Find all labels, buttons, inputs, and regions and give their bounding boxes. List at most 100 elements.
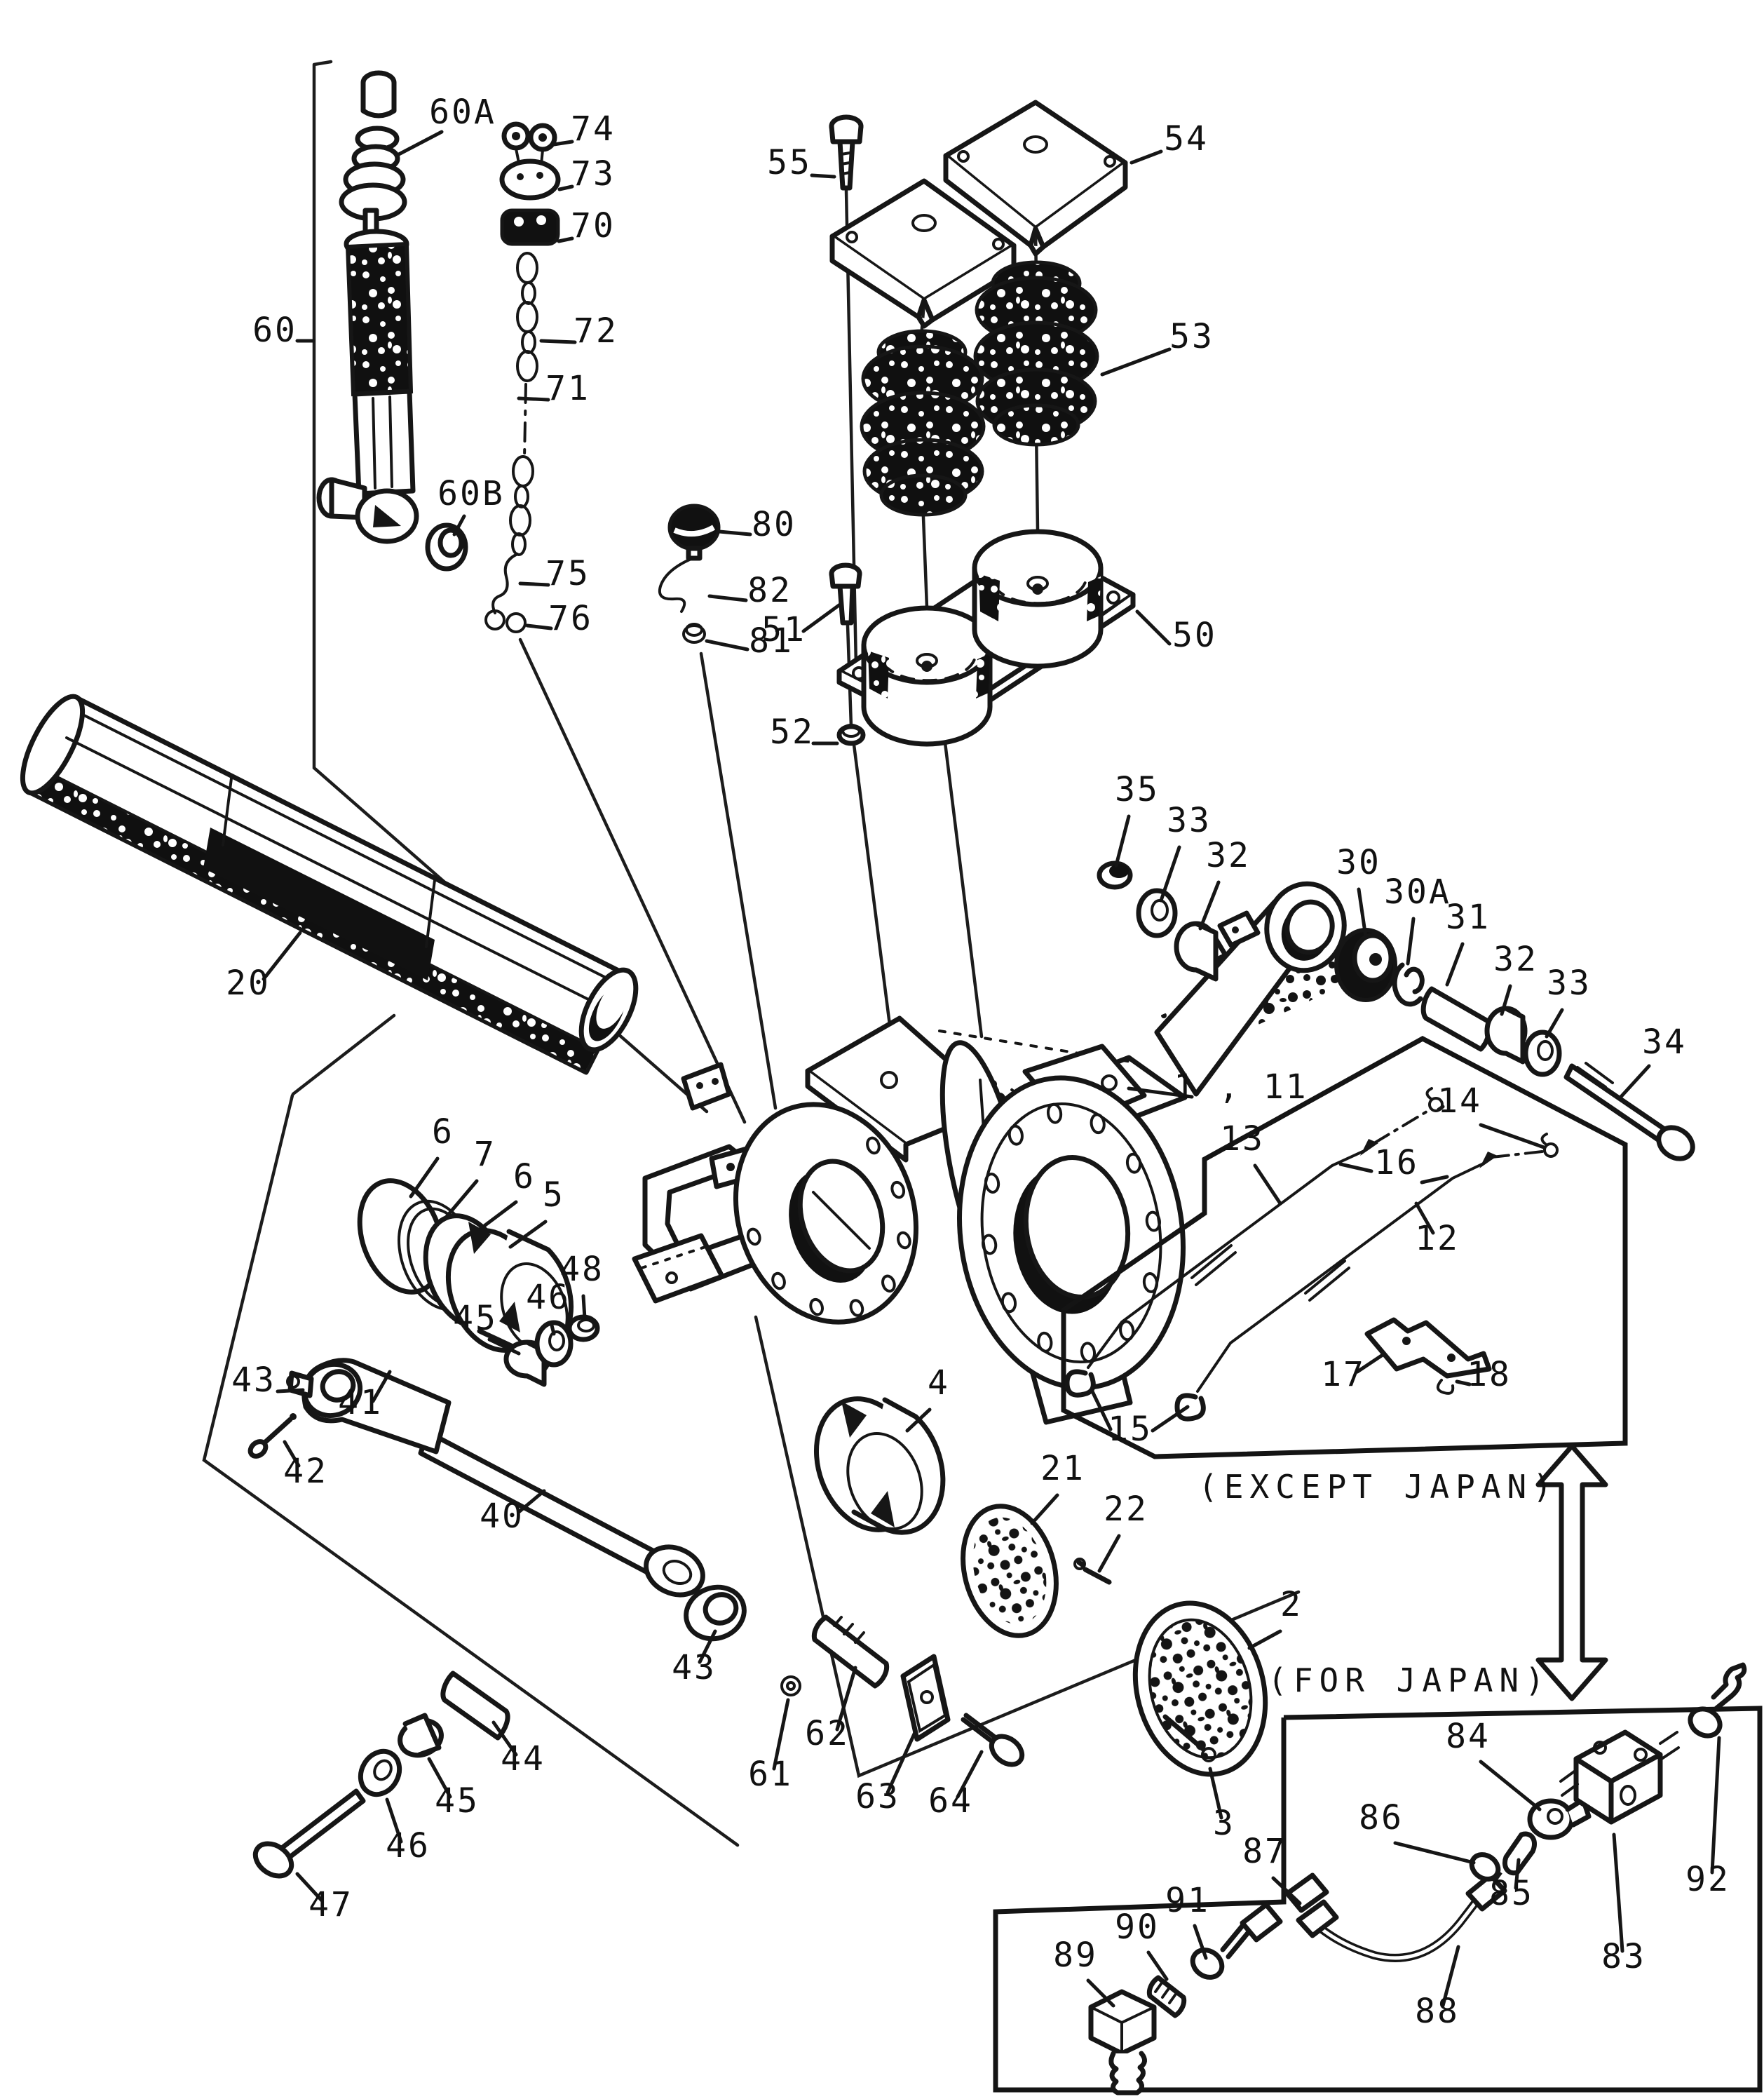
part-callout: 22: [1104, 1490, 1148, 1529]
part-callout: 50: [1172, 616, 1217, 655]
leader-line: [1357, 887, 1368, 939]
leader-line: [886, 1729, 918, 1795]
part-callout: 72: [574, 311, 618, 351]
leader-line: [1710, 1736, 1721, 1875]
part-callout: 42: [283, 1452, 328, 1491]
leader-line: [1338, 1162, 1373, 1173]
part-callout: 35: [1115, 770, 1160, 809]
leader-line: [1545, 1008, 1564, 1039]
leader-line: [717, 529, 752, 536]
leader-line: [1198, 880, 1221, 931]
part-callout: 48: [559, 1250, 604, 1289]
leader-line: [444, 1179, 479, 1220]
pin-62: [811, 1614, 890, 1689]
leader-line: [1097, 1534, 1121, 1573]
part-callout: 75: [545, 554, 590, 593]
part-callout: 4: [928, 1363, 950, 1403]
part-callout: 15: [1108, 1410, 1153, 1449]
part-callout: 21: [1040, 1449, 1085, 1488]
hardware-45-46-48: [503, 1314, 600, 1387]
part-callout: 55: [767, 143, 812, 182]
leader-line: [517, 396, 550, 402]
leader-line: [1514, 1858, 1521, 1890]
leader-line: [1455, 1379, 1472, 1386]
part-callout: 30A: [1384, 872, 1451, 912]
leader-line: [1441, 1945, 1460, 2008]
part-callout: 91: [1165, 1881, 1210, 1920]
part-callout: 33: [1167, 801, 1212, 840]
leader-line: [557, 184, 574, 191]
double-arrow: [1535, 1443, 1608, 1701]
spring-seat-plates-54: [829, 100, 1128, 329]
region-except-japan: [1061, 1036, 1628, 1459]
part-callout: 40: [480, 1497, 524, 1536]
torque-rod-40: [247, 1358, 747, 1879]
leader-line: [1355, 1353, 1385, 1374]
valve-83: [1559, 1729, 1680, 1825]
leader-line: [1271, 1876, 1302, 1905]
leader-line: [1159, 845, 1181, 903]
leader-line: [409, 1156, 440, 1199]
part-callout: 80: [752, 505, 796, 544]
part-callout: 61: [748, 1755, 793, 1794]
part-callout: 3: [1213, 1804, 1235, 1843]
part-callout: 89: [1053, 1936, 1098, 1975]
part-callout: 6: [432, 1112, 454, 1152]
leader-line: [835, 1666, 857, 1732]
part-callout: 14: [1437, 1081, 1482, 1121]
part-callout: 46: [526, 1278, 571, 1317]
part-callout: 53: [1169, 317, 1214, 356]
part-callout: 34: [1642, 1022, 1687, 1062]
region-for-japan: [993, 1662, 1763, 2095]
part-callout: 18: [1467, 1355, 1512, 1394]
leader-line: [905, 1408, 932, 1433]
part-callout: 87: [1242, 1832, 1287, 1871]
leader-line: [394, 130, 444, 158]
hose-88: [1284, 1868, 1507, 1962]
leader-line: [810, 173, 836, 179]
leader-line: [956, 1750, 984, 1799]
leader-line: [539, 339, 577, 344]
leader-line: [1253, 1163, 1282, 1206]
cable-13: [1064, 1087, 1444, 1398]
part-callout: 45: [453, 1299, 498, 1338]
leader-line: [581, 1294, 587, 1321]
leader-line: [1393, 1841, 1476, 1865]
leader-line: [1479, 1123, 1546, 1149]
leader-line: [549, 1321, 556, 1336]
part-callout: 84: [1446, 1717, 1491, 1756]
bolt-51: [829, 562, 862, 626]
spring-seat-4: [813, 1396, 946, 1535]
leader-line: [1193, 1924, 1208, 1960]
knob-80-wire-82-ring-81: [658, 504, 721, 644]
part-callout: 64: [928, 1781, 973, 1821]
part-callout: 74: [571, 109, 616, 149]
bolt-42: [247, 1413, 297, 1459]
leader-line: [707, 594, 748, 602]
leader-line: [262, 931, 302, 981]
chain-assembly-70-76: [484, 121, 561, 633]
shock-absorber-60: [316, 70, 468, 572]
part-callout: 60B: [437, 474, 505, 513]
part-callout: 32: [1206, 836, 1251, 875]
leader-line: [1414, 1201, 1435, 1235]
part-callout: 33: [1547, 964, 1592, 1003]
part-callout: 92: [1685, 1860, 1730, 1899]
leader-line: [295, 1872, 324, 1903]
leader-line: [1208, 1767, 1223, 1820]
part-callout: 54: [1164, 119, 1209, 158]
seat-and-discs: [780, 1396, 1268, 1777]
leader-line: [1086, 1978, 1115, 2008]
part-callout: 70: [571, 206, 616, 245]
part-callout: 45: [435, 1781, 480, 1821]
part-callout: 16: [1374, 1143, 1419, 1182]
part-callout: 12: [1415, 1219, 1460, 1258]
part-callout: 6: [513, 1157, 536, 1196]
bolt-64: [961, 1713, 1025, 1767]
fitting-84: [1527, 1797, 1592, 1840]
part-callout: 30: [1336, 843, 1381, 882]
region-label: (FOR JAPAN): [1268, 1661, 1551, 1699]
part-callout: 47: [308, 1885, 353, 1924]
axle-tube-20: [20, 694, 639, 1075]
